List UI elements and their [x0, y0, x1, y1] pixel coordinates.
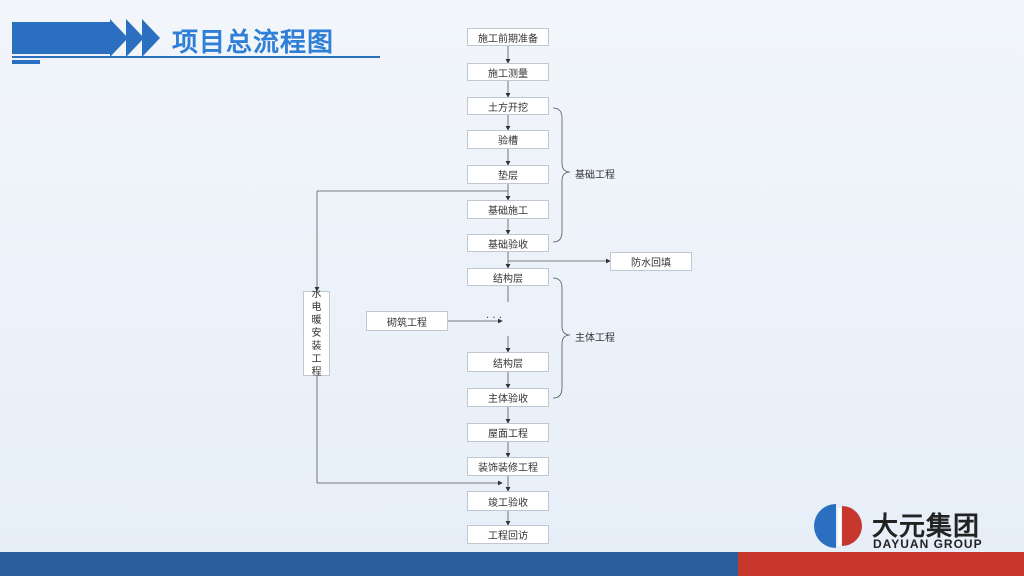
step-excavation: 土方开挖 — [467, 97, 549, 115]
group-label-main: 主体工程 — [575, 333, 615, 344]
title-underline-accent — [12, 60, 40, 64]
step-roof: 屋面工程 — [467, 423, 549, 442]
step-decoration: 装饰装修工程 — [467, 457, 549, 476]
page-title: 项目总流程图 — [172, 28, 335, 58]
chevron-icon — [142, 19, 160, 57]
chevron-icon — [110, 19, 128, 57]
mep-char: 工 — [311, 354, 322, 365]
mep-char: 水 — [311, 289, 322, 300]
step-masonry: 砌筑工程 — [366, 311, 448, 331]
step-trench-check: 验槽 — [467, 130, 549, 149]
footer-bar-blue — [0, 552, 738, 576]
step-structure-n: 结构层 — [467, 352, 549, 372]
footer-bar-red — [738, 552, 1024, 576]
step-prep: 施工前期准备 — [467, 28, 549, 46]
mep-char: 安 — [311, 328, 322, 339]
step-survey: 施工测量 — [467, 63, 549, 81]
mep-char: 程 — [311, 367, 322, 378]
step-foundation-build: 基础施工 — [467, 200, 549, 219]
mep-char: 电 — [311, 302, 322, 313]
step-main-accept: 主体验收 — [467, 388, 549, 407]
mep-char: 暖 — [311, 315, 322, 326]
step-completion: 竣工验收 — [467, 491, 549, 511]
logo-name-en: DAYUAN GROUP — [873, 537, 983, 551]
title-underline — [12, 56, 380, 58]
step-structure-1: 结构层 — [467, 268, 549, 286]
mep-char: 装 — [311, 341, 322, 352]
chevron-icon — [126, 19, 144, 57]
step-followup: 工程回访 — [467, 525, 549, 544]
logo-name-cn: 大元集团 — [872, 512, 981, 542]
step-foundation-accept: 基础验收 — [467, 234, 549, 252]
group-label-foundation: 基础工程 — [575, 170, 615, 181]
step-waterproof-backfill: 防水回填 — [610, 252, 692, 271]
company-logo-icon — [814, 504, 862, 548]
ellipsis-marker: · · · — [486, 313, 502, 324]
title-bar-block — [12, 22, 110, 54]
step-mep-install: 水 电 暖 安 装 工 程 — [303, 289, 330, 378]
step-cushion: 垫层 — [467, 165, 549, 184]
